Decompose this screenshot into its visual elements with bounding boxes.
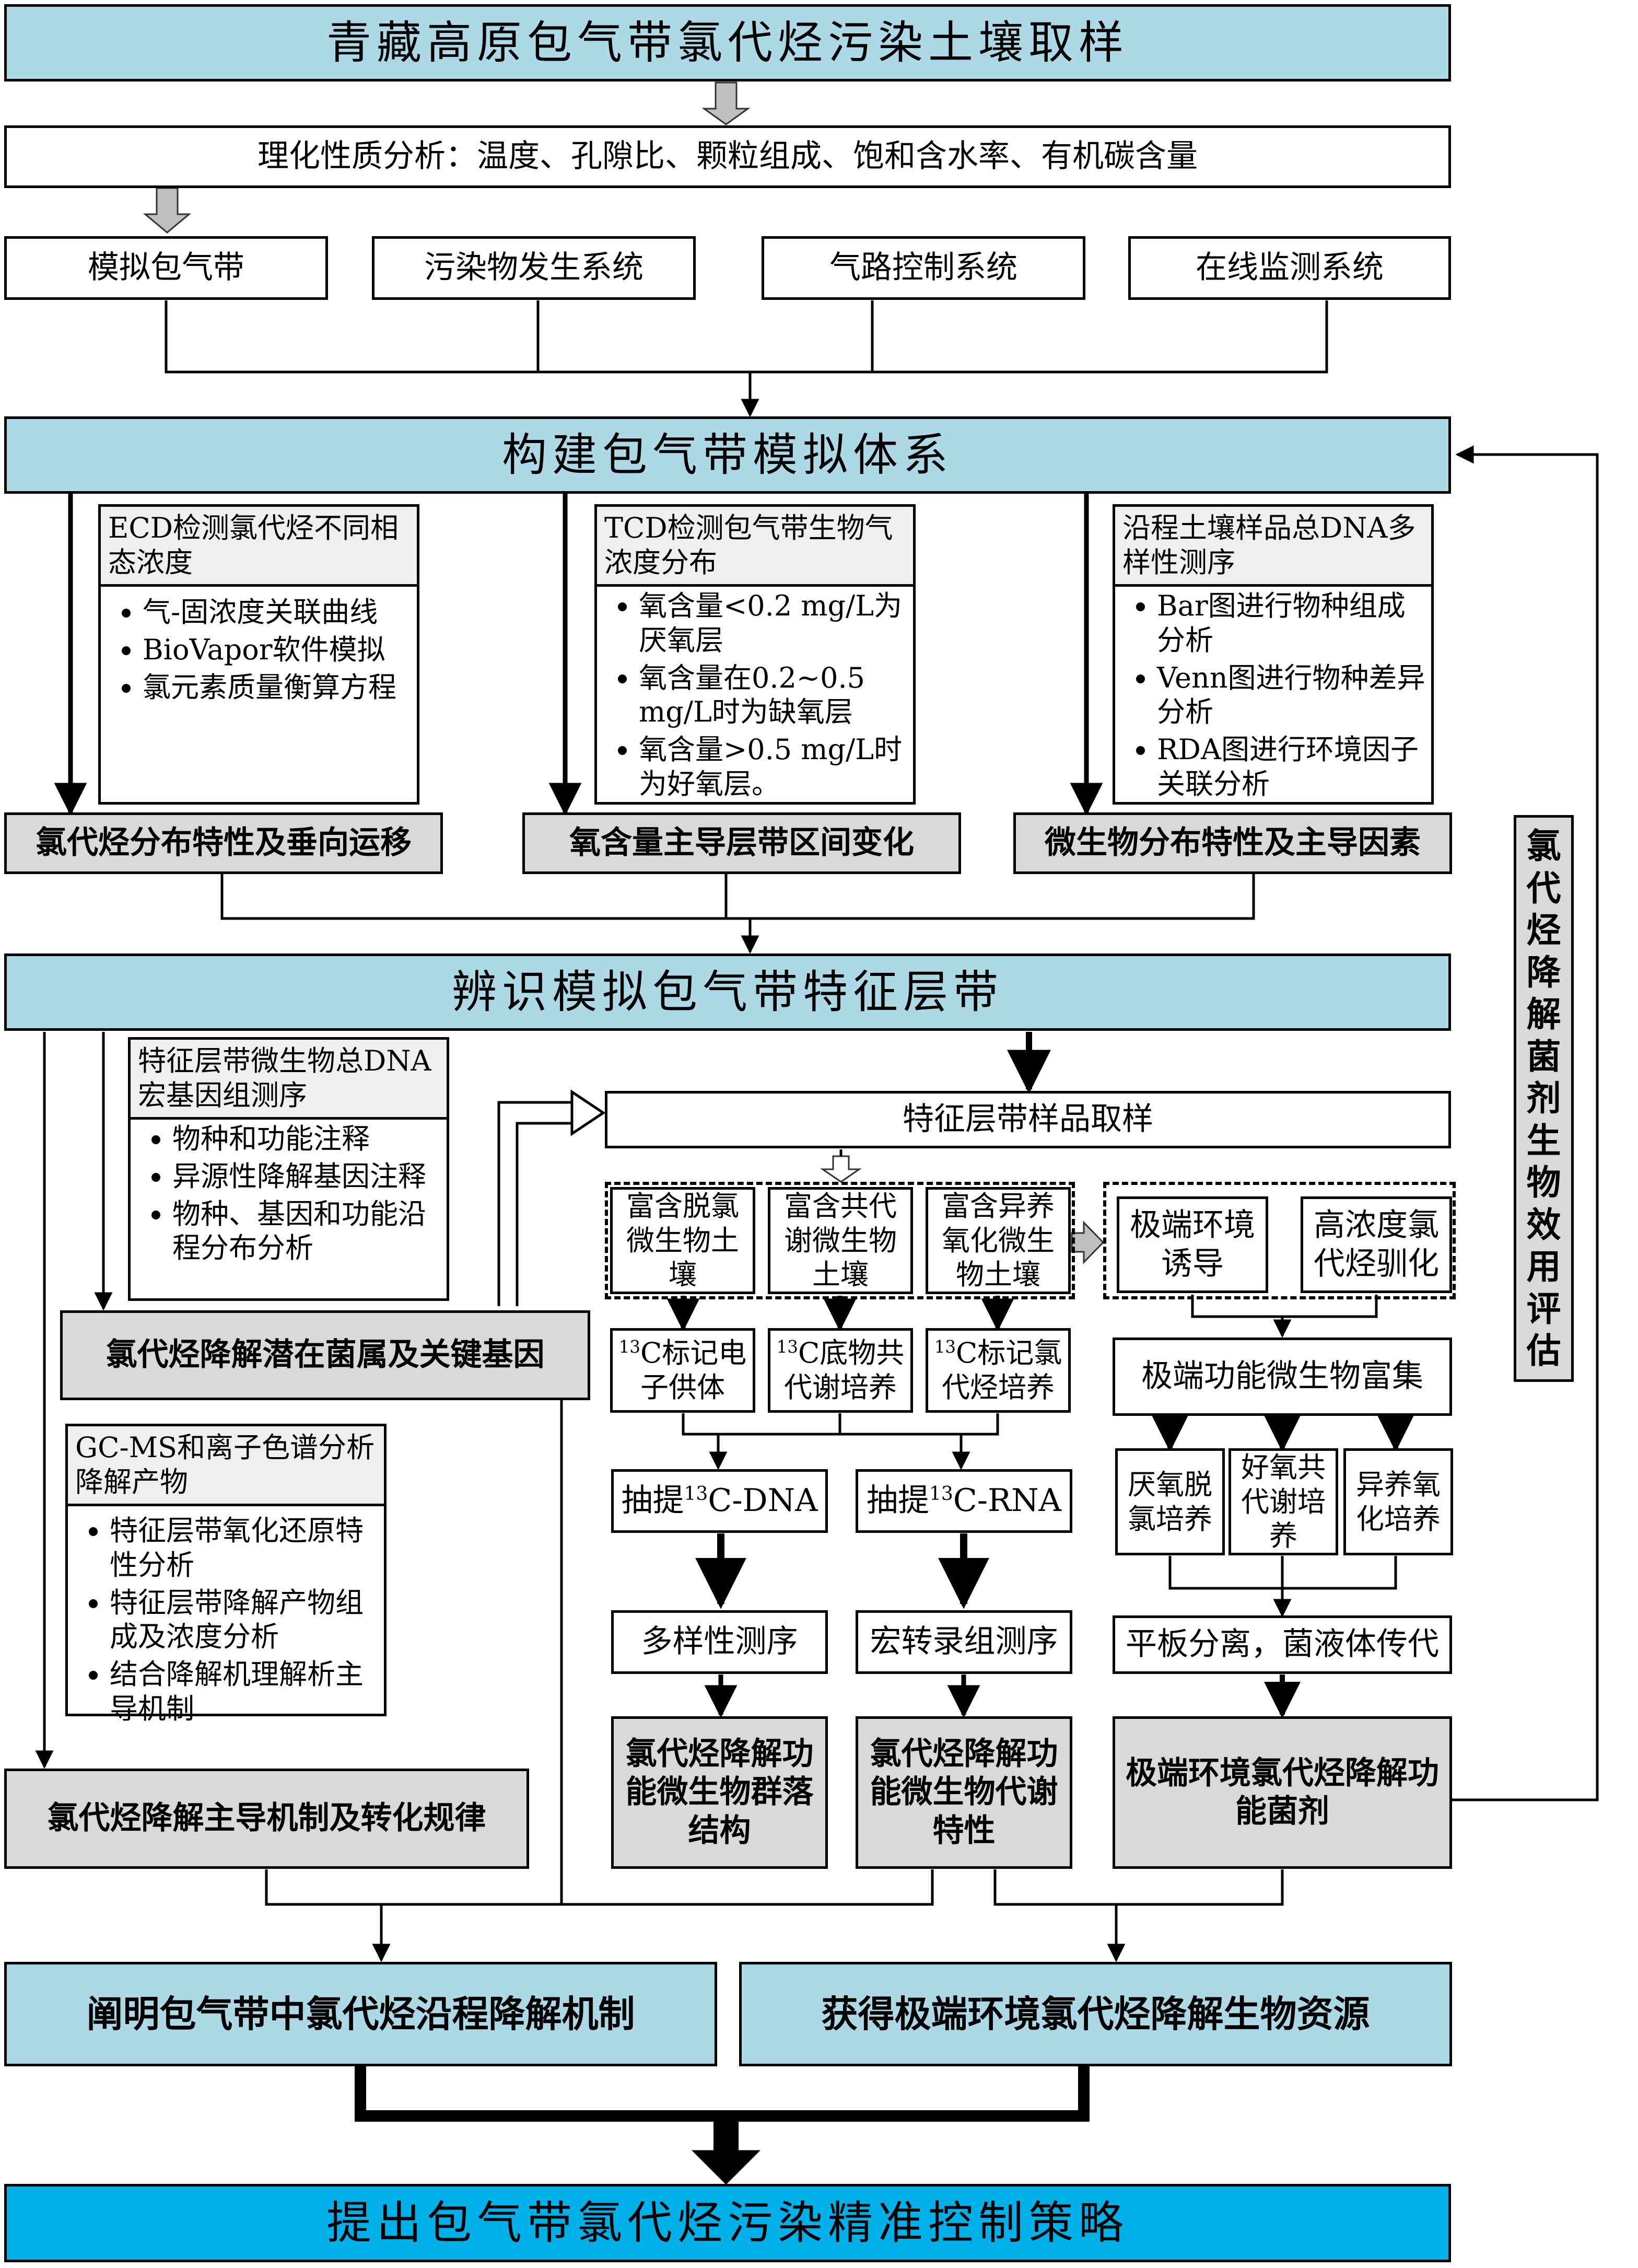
extreme-induction: 极端环境诱导 <box>1117 1196 1268 1293</box>
ecd-panel: ECD检测氯代烃不同相态浓度 气-固浓度关联曲线 BioVapor软件模拟 氯元… <box>98 504 419 805</box>
result-metabolic-traits: 氯代烃降解功能微生物代谢特性 <box>856 1716 1072 1869</box>
ecd-item: 气-固浓度关联曲线 <box>143 595 412 630</box>
gcms-item: 特征层带降解产物组成及浓度分析 <box>110 1586 379 1655</box>
build-system-title: 构建包气带模拟体系 <box>4 416 1451 494</box>
soil-group <box>605 1182 1075 1299</box>
dna-panel-header: 沿程土壤样品总DNA多样性测序 <box>1115 507 1431 587</box>
tcd-panel: TCD检测包气带生物气浓度分布 氧含量<0.2 mg/L为厌氧层 氧含量在0.2… <box>594 504 916 805</box>
c13-text: C底物共代谢培养 <box>784 1336 905 1404</box>
ecd-item: BioVapor软件模拟 <box>143 633 412 667</box>
culture-heterotrophic-oxidation: 异养氧化培养 <box>1343 1448 1453 1555</box>
extreme-enrichment: 极端功能微生物富集 <box>1113 1337 1452 1416</box>
result-dominant-mechanism: 氯代烃降解主导机制及转化规律 <box>4 1769 529 1869</box>
c13-sup: 13 <box>934 1337 956 1357</box>
soil-dechlorinating: 富含脱氯微生物土壤 <box>610 1187 755 1294</box>
diversity-seq: 多样性测序 <box>611 1610 828 1674</box>
result-oxygen-zone: 氧含量主导层带区间变化 <box>522 812 961 874</box>
result-microbial-distribution: 微生物分布特性及主导因素 <box>1013 812 1452 874</box>
gcms-panel-header: GC-MS和离子色谱分析降解产物 <box>68 1426 384 1506</box>
soil-cometabolic: 富含共代谢微生物土壤 <box>768 1187 913 1294</box>
metagenome-item: 物种、基因和功能沿程分布分析 <box>172 1197 441 1266</box>
dna-panel: 沿程土壤样品总DNA多样性测序 Bar图进行物种组成分析 Venn图进行物种差异… <box>1113 504 1434 805</box>
tcd-item: 氧含量在0.2~0.5 mg/L时为缺氧层 <box>639 661 908 730</box>
system-online-monitoring: 在线监测系统 <box>1128 236 1451 300</box>
extract-sup: 13 <box>929 1483 953 1505</box>
extract-post: C-DNA <box>708 1482 818 1519</box>
result-degrading-genus: 氯代烃降解潜在菌属及关键基因 <box>60 1310 590 1400</box>
metagenome-item: 物种和功能注释 <box>172 1122 441 1156</box>
conclusion-degradation-mechanism: 阐明包气带中氯代烃沿程降解机制 <box>4 1962 717 2066</box>
extract-c13-dna: 抽提13C-DNA <box>611 1469 828 1533</box>
result-community-structure: 氯代烃降解功能微生物群落结构 <box>611 1716 828 1869</box>
c13-electron-donor: 13C标记电子供体 <box>610 1328 755 1413</box>
ecd-panel-header: ECD检测氯代烃不同相态浓度 <box>101 507 417 587</box>
final-strategy: 提出包气带氯代烃污染精准控制策略 <box>4 2184 1451 2262</box>
extract-c13-rna: 抽提13C-RNA <box>856 1469 1072 1533</box>
dna-item: Bar图进行物种组成分析 <box>1157 589 1426 658</box>
gcms-item: 结合降解机理解析主导机制 <box>110 1657 379 1726</box>
c13-sup: 13 <box>618 1337 640 1357</box>
metagenome-panel: 特征层带微生物总DNA宏基因组测序 物种和功能注释 异源性降解基因注释 物种、基… <box>128 1037 449 1301</box>
metagenome-panel-header: 特征层带微生物总DNA宏基因组测序 <box>131 1040 447 1120</box>
extract-post: C-RNA <box>953 1482 1061 1519</box>
tcd-item: 氧含量>0.5 mg/L时为好氧层。 <box>639 732 908 801</box>
plate-isolation: 平板分离，菌液体传代 <box>1113 1615 1452 1674</box>
conclusion-bio-resources: 获得极端环境氯代烃降解生物资源 <box>739 1962 1452 2066</box>
c13-text: C标记电子供体 <box>640 1336 747 1404</box>
side-bioeffect-label: 氯代烃降解菌剂生物效用评估 <box>1514 815 1574 1382</box>
physchem-analysis: 理化性质分析：温度、孔隙比、颗粒组成、饱和含水率、有机碳含量 <box>4 125 1451 188</box>
identify-zone-title: 辨识模拟包气带特征层带 <box>4 953 1451 1031</box>
result-functional-agent: 极端环境氯代烃降解功能菌剂 <box>1113 1716 1452 1869</box>
culture-anaerobic-dechlorination: 厌氧脱氯培养 <box>1115 1448 1225 1555</box>
ecd-item: 氯元素质量衡算方程 <box>143 670 412 705</box>
tcd-item: 氧含量<0.2 mg/L为厌氧层 <box>639 589 908 658</box>
extract-pre: 抽提 <box>867 1482 929 1519</box>
extreme-group <box>1103 1182 1456 1299</box>
system-gas-control: 气路控制系统 <box>762 236 1085 300</box>
gcms-panel: GC-MS和离子色谱分析降解产物 特征层带氧化还原特性分析 特征层带降解产物组成… <box>65 1424 387 1725</box>
soil-sampling-title: 青藏高原包气带氯代烃污染土壤取样 <box>4 4 1451 82</box>
soil-heterotrophic: 富含异养氧化微生物土壤 <box>926 1187 1071 1294</box>
extract-sup: 13 <box>684 1483 708 1505</box>
zone-sampling: 特征层带样品取样 <box>605 1091 1451 1148</box>
culture-aerobic-cometabolism: 好氧共代谢培养 <box>1228 1448 1338 1555</box>
system-simulated-vadose: 模拟包气带 <box>4 236 328 300</box>
result-distribution-migration: 氯代烃分布特性及垂向运移 <box>4 812 443 874</box>
c13-sup: 13 <box>776 1337 798 1357</box>
c13-cometabolism: 13C底物共代谢培养 <box>768 1328 913 1413</box>
gcms-item: 特征层带氧化还原特性分析 <box>110 1514 379 1583</box>
dna-item: Venn图进行物种差异分析 <box>1157 661 1426 730</box>
metagenome-item: 异源性降解基因注释 <box>172 1159 441 1194</box>
c13-labeled-chlorinated: 13C标记氯代烃培养 <box>926 1328 1071 1413</box>
tcd-panel-header: TCD检测包气带生物气浓度分布 <box>597 507 913 587</box>
system-pollutant-generation: 污染物发生系统 <box>372 236 696 300</box>
dna-item: RDA图进行环境因子关联分析 <box>1157 732 1426 801</box>
metatranscriptome-seq: 宏转录组测序 <box>856 1610 1072 1674</box>
c13-text: C标记氯代烃培养 <box>942 1336 1062 1404</box>
extract-pre: 抽提 <box>621 1482 684 1519</box>
high-conc-acclimation: 高浓度氯代烃驯化 <box>1301 1196 1452 1293</box>
